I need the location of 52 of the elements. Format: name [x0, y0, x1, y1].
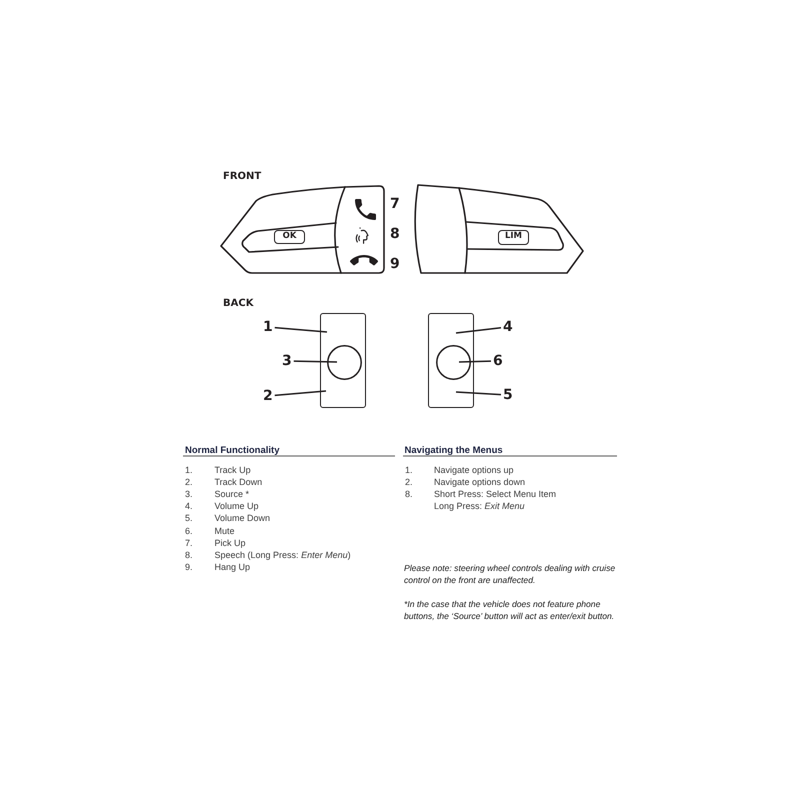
note-text: Please note: steering wheel controls dealing with cruise control on the front are unaffected.: [404, 562, 616, 586]
section-label: BACK: [223, 298, 254, 310]
list-number: 7.: [185, 538, 193, 549]
list-item: Volume Up: [214, 501, 259, 512]
leader-line: [458, 360, 492, 363]
list-number: 3.: [185, 488, 193, 500]
list-item: Navigate options down: [434, 476, 526, 488]
callout-number: 8: [390, 227, 400, 241]
leader-line: [274, 390, 326, 396]
list-number: 2.: [185, 476, 193, 488]
control-key: OK: [274, 230, 305, 244]
list-number: 9.: [185, 562, 193, 574]
list-item: Track Up: [214, 464, 251, 476]
round-button: [436, 344, 470, 380]
section-heading: Normal Functionality: [185, 444, 280, 456]
list-item: Pick Up: [214, 538, 246, 549]
list-number: 8.: [405, 488, 413, 500]
control-key: LIM: [498, 230, 529, 245]
callout-number: 1: [263, 320, 273, 334]
leader-line: [456, 391, 502, 396]
callout-number: 7: [390, 197, 400, 211]
button-panel: [320, 313, 366, 408]
list-number: 8.: [185, 550, 193, 561]
callout-number: 9: [390, 257, 400, 271]
list-item: Short Press: Select Menu Item: [434, 488, 556, 500]
section-heading: Navigating the Menus: [404, 444, 503, 456]
callout-number: 5: [503, 388, 513, 402]
list-number: 1.: [185, 464, 193, 476]
list-item: Speech (Long Press: Enter Menu): [214, 550, 351, 561]
list-number: 1.: [405, 464, 413, 476]
list-item: Long Press: Exit Menu: [434, 501, 525, 512]
button-panel: [428, 313, 474, 408]
list-item: Track Down: [214, 476, 262, 488]
list-number: 4.: [185, 501, 193, 512]
list-number: 6.: [185, 526, 193, 536]
round-button: [326, 344, 362, 380]
note-text: *In the case that the vehicle does not feature phone buttons, the ‘Source’ button will act as enter/exit button.: [404, 598, 616, 623]
list-number: 2.: [405, 476, 413, 488]
list-item: Source *: [214, 488, 250, 500]
leader-line: [294, 360, 338, 363]
leader-line: [456, 327, 502, 334]
list-number: 5.: [185, 513, 193, 524]
list-item: Navigate options up: [434, 464, 514, 476]
leader-line: [274, 326, 328, 333]
section-label: FRONT: [223, 171, 262, 183]
list-item: Mute: [214, 526, 235, 536]
list-item: Hang Up: [214, 562, 250, 574]
callout-number: 3: [282, 354, 292, 368]
list-item: Volume Down: [214, 513, 270, 524]
callout-number: 6: [493, 354, 503, 368]
callout-number: 4: [503, 320, 513, 334]
callout-number: 2: [263, 389, 273, 403]
